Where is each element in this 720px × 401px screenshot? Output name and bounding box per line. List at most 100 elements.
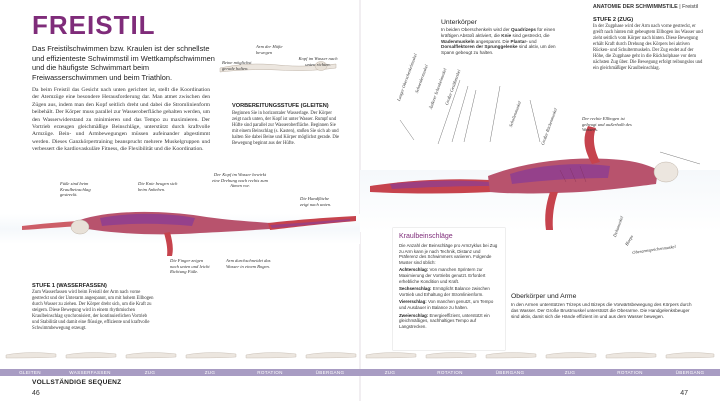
upper-body-text: In den Armen unterstützen Trizeps und Bi… bbox=[511, 302, 692, 319]
sequence-swimmer-7 bbox=[365, 352, 417, 359]
sequence-swimmer-8 bbox=[425, 352, 477, 359]
phase-label: ÜBERGANG bbox=[675, 370, 705, 375]
leader-lat bbox=[529, 99, 541, 143]
crawl-item-term: Sechserschlag: bbox=[399, 286, 432, 292]
stage1-leg-purple bbox=[270, 219, 350, 228]
stage2-recovering-arm bbox=[584, 126, 600, 164]
lower-body-text-d: angespannt. Die bbox=[474, 38, 511, 44]
lower-body-text-c: sind gestreckt, die bbox=[511, 32, 550, 38]
sequence-phase-bar: GLEITEN WASSERFASSEN ZUG ZUG ROTATION ÜB… bbox=[0, 369, 720, 376]
phase-label: ROTATION bbox=[617, 370, 643, 375]
leader-ham bbox=[437, 79, 461, 145]
stage2-head bbox=[653, 161, 679, 183]
crawl-item: Sechserschlag: Ermöglicht Balance zwisch… bbox=[399, 286, 499, 297]
leader-lines bbox=[399, 79, 701, 165]
caption-knees-bend: Die Knie beugen sich beim Anheben. bbox=[138, 181, 178, 192]
caption-hands-flat: Die Handfläche zeigt nach unten. bbox=[300, 196, 332, 207]
upper-body-title: Oberkörper und Arme bbox=[511, 293, 577, 300]
caption-head-water: Kopf im Wasser nach unten richten. bbox=[298, 56, 338, 67]
crawl-item: Zweierschlag: Energieeffizient, unterstü… bbox=[399, 313, 499, 330]
lower-body-bold-quadriceps: Quadrizeps bbox=[510, 27, 536, 32]
crawl-item-term: Viererschlag: bbox=[399, 299, 427, 305]
running-head-topic: Freistil bbox=[682, 4, 698, 10]
crawl-item-text: Von manchen Sprintern zur Maximierung de… bbox=[399, 267, 486, 284]
intro-paragraph: Das Freistilschwimmen bzw. Kraulen ist d… bbox=[32, 44, 215, 82]
lower-body-text: In beiden Oberschenkeln wird der Quadriz… bbox=[441, 27, 559, 56]
stage1-torso-purple bbox=[100, 213, 195, 226]
body-paragraph: Da beim Freistil das Gesicht nach unten … bbox=[32, 87, 210, 153]
phase-label: ZUG bbox=[564, 370, 576, 375]
crawl-kick-box: Kraulbeinschläge Die Anzahl der Beinschl… bbox=[393, 228, 505, 350]
crawl-item-term: Zweierschlag: bbox=[399, 312, 429, 318]
sequence-swimmer-6 bbox=[305, 352, 357, 359]
caption-legs-straight: Beine möglichst gerade halten. bbox=[222, 60, 252, 71]
phase-label: ÜBERGANG bbox=[315, 370, 345, 375]
lower-body-text-b: für einen kräftigen Abstoß aktiviert, di… bbox=[441, 27, 556, 38]
crawl-item-text: Von manchen genutzt, um Tempo und Ausdau… bbox=[399, 299, 494, 310]
stage-prep-title: VORBEREITUNGSSTUFE (GLEITEN) bbox=[232, 103, 329, 109]
leader-glute bbox=[489, 85, 501, 143]
stage2-back-muscle bbox=[510, 164, 610, 184]
page-number-right: 47 bbox=[680, 390, 688, 397]
stage2-leg-purple bbox=[390, 180, 490, 189]
lower-body-bold-dorsal: Dorsalflektoren der Sprunggelenke bbox=[441, 44, 518, 50]
stage2-rib-lines bbox=[559, 165, 587, 183]
sequence-swimmer-2 bbox=[65, 352, 117, 359]
caption-right-elbow: Der rechte Ellbogen ist gebeugt und auße… bbox=[582, 116, 632, 133]
stage2-title: STUFE 2 (ZUG) bbox=[593, 17, 634, 23]
leader-arm bbox=[659, 151, 701, 165]
page-title: FREISTIL bbox=[32, 10, 156, 40]
lower-body-bold-plantar: Plantar- bbox=[510, 38, 528, 44]
glide-swimmer-body bbox=[219, 63, 337, 73]
phase-label: ZUG bbox=[384, 370, 396, 375]
crawl-item-text: Ermöglicht Balance zwischen Vortrieb und… bbox=[399, 286, 490, 297]
glide-swimmer-illustration bbox=[219, 61, 337, 73]
phase-label: ROTATION bbox=[437, 370, 463, 375]
phase-label: ROTATION bbox=[257, 370, 283, 375]
lower-body-text-a: In beiden Oberschenkeln wird der bbox=[441, 27, 511, 32]
phase-label: WASSERFASSEN bbox=[69, 370, 111, 375]
sequence-swimmer-12 bbox=[665, 352, 715, 359]
caption-arms-hip: Arm der Hüfte bewegen bbox=[256, 44, 283, 55]
phase-label: ZUG bbox=[144, 370, 156, 375]
caption-head-turn: Der Kopf im Wasser bewirkt eine Drehung … bbox=[212, 172, 268, 189]
sequence-swimmer-5 bbox=[245, 352, 297, 359]
sequence-swimmer-11 bbox=[605, 352, 657, 359]
running-head-section: ANATOMIE DER SCHWIMMSTILE bbox=[592, 4, 678, 10]
glide-swimmer-head bbox=[314, 61, 328, 71]
leader-rect bbox=[451, 85, 469, 143]
crawl-item-text: Energieeffizient, unterstützt ein gleich… bbox=[399, 312, 490, 329]
stage1-arm-reach bbox=[22, 221, 84, 230]
stage1-text: Zum Wasserfassen wird beim Freistil der … bbox=[32, 290, 154, 331]
caption-feet-stretched: Füße sind beim Kraulbeinschlag gestreckt… bbox=[60, 181, 91, 198]
caption-fingers: Die Finger zeigen nach unten und leicht … bbox=[170, 258, 210, 275]
running-head: ANATOMIE DER SCHWIMMSTILE | Freistil bbox=[593, 4, 698, 10]
page-number-left: 46 bbox=[32, 390, 40, 397]
crawl-item: Achterschlag: Von manchen Sprintern zur … bbox=[399, 267, 499, 284]
sequence-label: VOLLSTÄNDIGE SEQUENZ bbox=[32, 379, 122, 386]
stage1-title: STUFE 1 (WASSERFASSEN) bbox=[32, 283, 107, 289]
caption-arm-stroke: Arm durchschneidet das Wasser in einem B… bbox=[226, 258, 271, 269]
crawl-box-title: Kraulbeinschläge bbox=[399, 233, 453, 240]
sequence-swimmer-3 bbox=[125, 352, 177, 359]
lower-body-title: Unterkörper bbox=[441, 19, 477, 26]
stage1-swimmer-illustration bbox=[22, 211, 356, 256]
lower-body-bold-knee: Knie bbox=[501, 32, 512, 38]
lower-body-text-f: sind aktiv, um den Spann gebeugt zu halt… bbox=[441, 44, 556, 56]
phase-label: ÜBERGANG bbox=[495, 370, 525, 375]
leader-vast bbox=[463, 89, 477, 143]
lower-body-text-e: und bbox=[527, 38, 537, 44]
crawl-box-intro: Die Anzahl der Beinschläge pro Armzyklus… bbox=[399, 243, 498, 265]
leader-soleus bbox=[399, 119, 415, 141]
stage1-lower-arm bbox=[164, 232, 173, 256]
stage1-head bbox=[70, 219, 90, 235]
stage2-pulling-arm bbox=[545, 192, 558, 230]
sequence-swimmer-9 bbox=[485, 352, 537, 359]
crawl-item-term: Achterschlag: bbox=[399, 267, 429, 273]
phase-label: ZUG bbox=[204, 370, 216, 375]
stage2-swimmer-illustration bbox=[370, 126, 679, 230]
crawl-item: Viererschlag: Von manchen genutzt, um Te… bbox=[399, 299, 499, 310]
lower-body-bold-calf: Wadenmuskeln bbox=[441, 38, 475, 44]
sequence-swimmer-10 bbox=[545, 352, 597, 359]
